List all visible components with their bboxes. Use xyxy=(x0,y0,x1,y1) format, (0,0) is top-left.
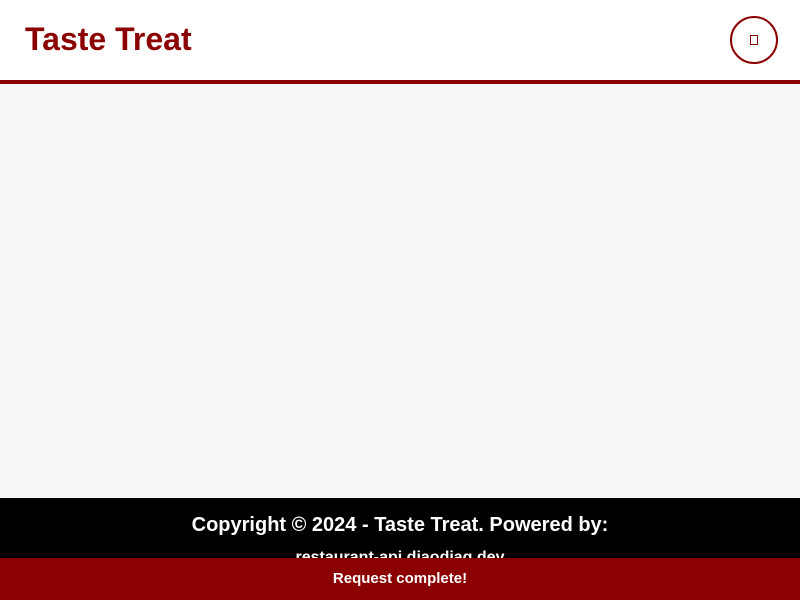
powered-by-link[interactable]: restaurant-api.diaodiag.dev xyxy=(295,549,505,558)
site-header: Taste Treat xyxy=(0,0,800,84)
site-footer: Copyright © 2024 - Taste Treat. Powered … xyxy=(0,498,800,558)
menu-button[interactable] xyxy=(730,16,778,64)
request-status-message: Request complete! xyxy=(332,570,468,587)
menu-icon xyxy=(750,35,758,45)
copyright-text: Copyright © 2024 - Taste Treat. Powered … xyxy=(191,514,609,536)
main-content-area xyxy=(0,84,800,498)
request-status-bar: Request complete! xyxy=(0,558,800,600)
site-title[interactable]: Taste Treat xyxy=(25,21,192,57)
